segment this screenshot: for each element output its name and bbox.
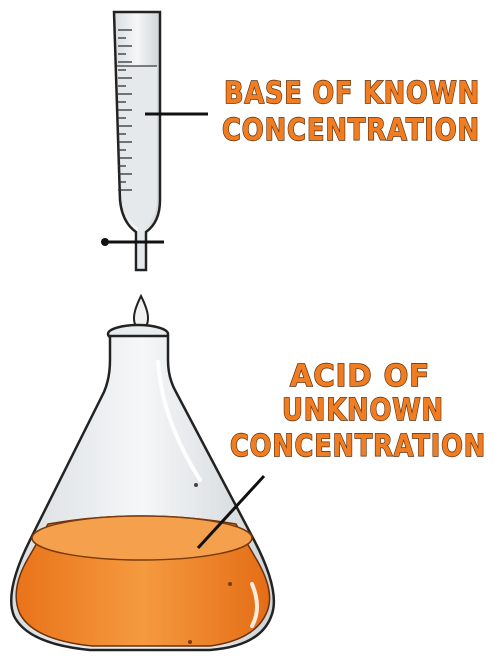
flask-label: ACID OF UNKNOWN CONCENTRATION	[230, 359, 486, 464]
conical-flask	[11, 325, 274, 650]
burette-label-line2: CONCENTRATION	[222, 113, 480, 148]
drop-icon	[134, 296, 148, 328]
burette	[101, 12, 164, 328]
burette-label: BASE OF KNOWN CONCENTRATION	[222, 76, 480, 148]
flask-label-line1: ACID OF	[290, 359, 430, 394]
flask-label-line3: CONCENTRATION	[230, 429, 486, 464]
liquid-surface	[32, 516, 252, 560]
burette-label-line1: BASE OF KNOWN	[224, 76, 480, 111]
stopcock	[101, 238, 164, 246]
flask-label-line2: UNKNOWN	[282, 393, 444, 428]
